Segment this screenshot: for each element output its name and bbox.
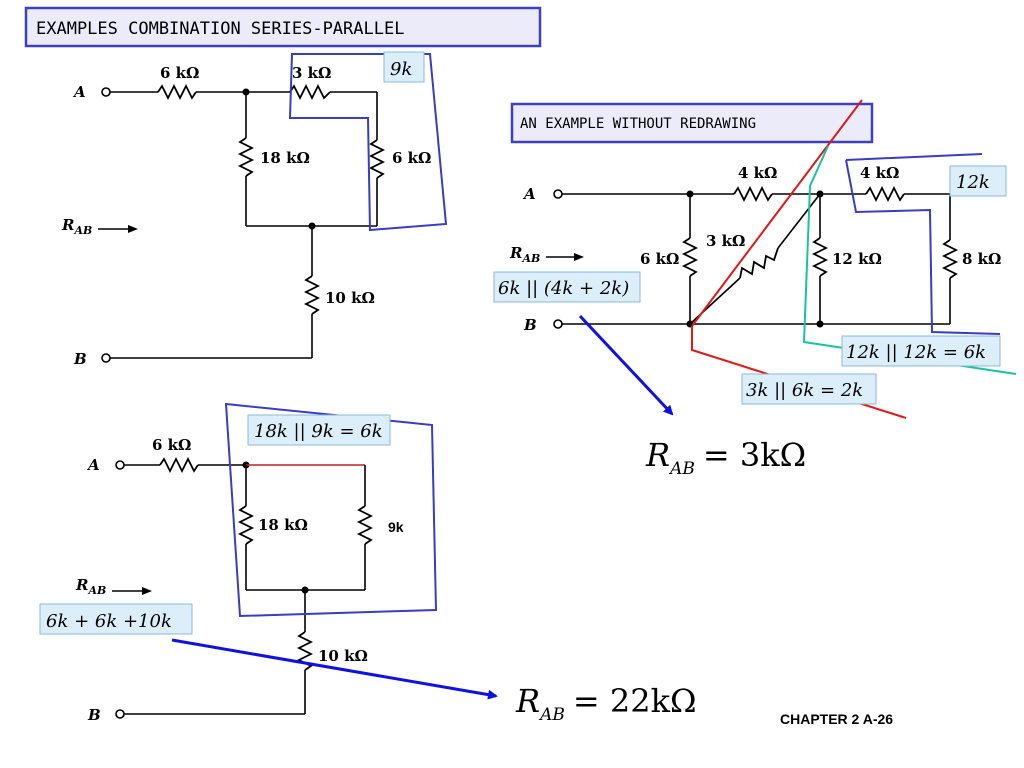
terminal-a-node-2 <box>115 460 125 470</box>
note-12k-par: 12k || 12k = 6k <box>846 342 986 363</box>
node-8 <box>816 320 824 328</box>
main-title: EXAMPLES COMBINATION SERIES-PARALLEL <box>36 19 404 39</box>
terminal-b-label-3: B <box>523 316 537 334</box>
resistor-4k-top <box>733 185 773 203</box>
resistor-3k-label: 3 kΩ <box>292 64 331 82</box>
resistor-8k <box>941 239 959 279</box>
resistor-6k-2-label: 6 kΩ <box>152 436 191 454</box>
resistor-18k-2-label: 18 kΩ <box>258 516 308 534</box>
rab-arrow-2 <box>142 587 152 595</box>
note-6k-par-box <box>493 271 641 303</box>
resistor-6k-label: 6 kΩ <box>160 64 199 82</box>
resistor-9k <box>356 505 374 545</box>
resistor-10k-2-label: 10 kΩ <box>318 647 368 665</box>
terminal-a-node-3 <box>553 189 563 199</box>
terminal-b-node-2 <box>115 709 125 719</box>
chapter-footer: CHAPTER 2 A-26 <box>780 711 893 727</box>
rab-arrow <box>128 225 138 233</box>
note-12k: 12k <box>956 172 990 193</box>
resistor-6k-right <box>368 139 386 179</box>
resistor-18k-label: 18 kΩ <box>260 149 310 167</box>
resistor-10k <box>303 275 321 315</box>
note-3k-par: 3k || 6k = 2k <box>746 380 863 401</box>
resistor-12k-label: 12 kΩ <box>832 250 882 268</box>
rab-label: RAB <box>61 216 92 237</box>
resistor-4k-top-label: 4 kΩ <box>738 164 777 182</box>
note-series: 6k + 6k +10k <box>46 611 172 632</box>
terminal-b-label-2: B <box>87 706 101 724</box>
group-outline-12k <box>845 153 1001 335</box>
note-parallel: 18k || 9k = 6k <box>254 421 383 442</box>
circuit-1: A 6 kΩ 3 kΩ 6 kΩ 18 kΩ 10 kΩ B RAB 9k <box>61 51 448 368</box>
rab-label-3: RAB <box>509 244 540 265</box>
note-parallel-box <box>247 414 391 446</box>
terminal-b-label: B <box>73 350 87 368</box>
group-outline-9k <box>288 53 448 232</box>
resistor-3k-diag-label: 3 kΩ <box>706 232 745 250</box>
resistor-6k-2 <box>159 456 199 474</box>
terminal-a-node <box>101 87 111 97</box>
red-cut-line-1 <box>691 99 863 327</box>
note-9k-box <box>383 51 425 83</box>
arrow-to-result-22k <box>171 638 498 700</box>
main-title-box: EXAMPLES COMBINATION SERIES-PARALLEL <box>24 6 542 48</box>
resistor-8k-label: 8 kΩ <box>962 250 1001 268</box>
resistor-3k-diag <box>739 247 779 279</box>
resistor-18k-2 <box>237 505 255 545</box>
note-series-box <box>39 603 193 635</box>
note-9k: 9k <box>390 59 412 80</box>
resistor-18k <box>237 137 255 177</box>
terminal-b-node-3 <box>553 319 563 329</box>
resistor-6k-right-label: 6 kΩ <box>392 149 431 167</box>
resistor-6k <box>157 83 197 101</box>
note-6k-par: 6k || (4k + 2k) <box>498 278 629 299</box>
terminal-a-label: A <box>72 83 86 101</box>
resistor-6k-3 <box>681 237 699 277</box>
rab-arrow-3 <box>574 253 584 261</box>
resistor-3k <box>289 83 331 101</box>
arrow-to-result-3k <box>578 314 674 416</box>
result-22k: RAB= 22kΩ <box>515 682 697 725</box>
terminal-a-label-2: A <box>86 456 100 474</box>
terminal-b-node <box>101 353 111 363</box>
resistor-4k-right <box>865 185 905 203</box>
resistor-12k <box>811 237 829 277</box>
resistor-9k-label: 9k <box>388 519 404 535</box>
second-title-box: AN EXAMPLE WITHOUT REDRAWING <box>510 102 874 144</box>
note-3k-par-box <box>741 373 877 405</box>
result-3k: RAB= 3kΩ <box>645 436 806 479</box>
resistor-4k-right-label: 4 kΩ <box>860 164 899 182</box>
resistor-6k-3-label: 6 kΩ <box>640 250 679 268</box>
circuit-2: A 6 kΩ 18 kΩ 9k 10 kΩ B RAB 18k || 9k = … <box>39 402 697 725</box>
note-12k-box <box>949 165 1007 197</box>
second-title: AN EXAMPLE WITHOUT REDRAWING <box>520 116 756 132</box>
note-12k-par-box <box>841 335 1001 367</box>
resistor-10k-label: 10 kΩ <box>325 289 375 307</box>
circuit-3: A 4 kΩ 4 kΩ 8 kΩ 6 kΩ 3 kΩ 12 kΩ B RAB <box>493 99 1017 479</box>
rab-label-2: RAB <box>75 576 106 597</box>
terminal-a-label-3: A <box>522 185 536 203</box>
